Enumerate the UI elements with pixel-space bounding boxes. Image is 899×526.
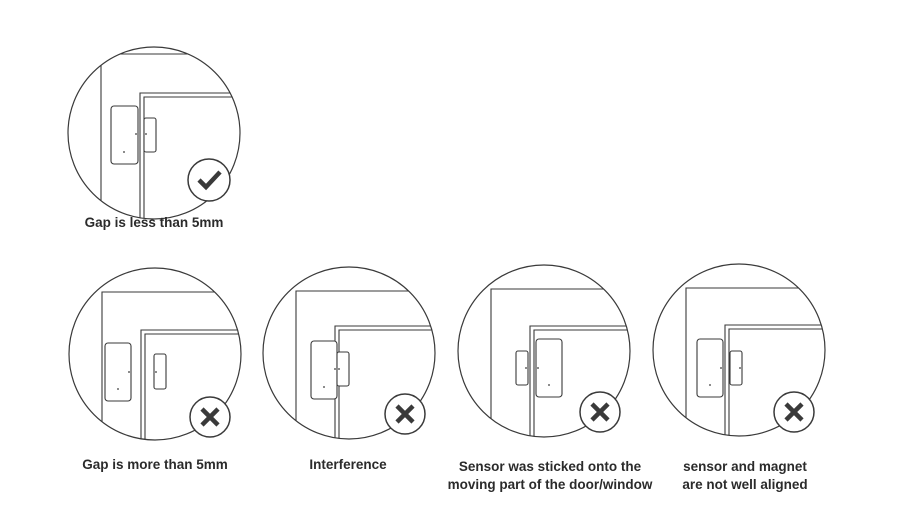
caption-line: Sensor was sticked onto the	[458, 459, 642, 474]
circle-frame	[68, 267, 242, 441]
sensor-body	[696, 338, 724, 398]
cross-icon	[579, 391, 621, 433]
check-icon	[187, 158, 231, 202]
sensor-body	[535, 338, 563, 398]
door-frame-illustration	[652, 263, 826, 437]
panel-misaligned	[651, 262, 827, 438]
panel-gap-more	[67, 266, 243, 442]
circle-frame	[652, 263, 826, 437]
caption-line: moving part of the door/window	[447, 477, 653, 492]
sensor-body	[110, 105, 139, 165]
caption-misaligned: sensor and magnet are not well aligned	[650, 458, 840, 494]
magnet	[515, 350, 529, 386]
panel-gap-less	[66, 45, 242, 221]
caption-moving-part: Sensor was sticked onto the moving part …	[431, 458, 669, 494]
caption-line: Gap is less than 5mm	[84, 215, 224, 230]
caption-line: Interference	[309, 457, 387, 472]
door-frame-illustration	[67, 46, 241, 220]
panel-interference	[261, 265, 437, 441]
sensor-body	[104, 342, 132, 402]
circle-frame	[67, 46, 241, 220]
caption-line: sensor and magnet	[683, 459, 807, 474]
cross-icon	[384, 393, 426, 435]
caption-gap-less: Gap is less than 5mm	[56, 214, 252, 232]
sensor-body	[310, 340, 338, 400]
magnet	[143, 117, 157, 153]
magnet	[336, 351, 350, 387]
panel-moving-part	[456, 263, 632, 439]
cross-icon	[189, 396, 231, 438]
door-frame-illustration	[68, 267, 242, 441]
caption-gap-more: Gap is more than 5mm	[55, 456, 255, 474]
door-frame-illustration	[457, 264, 631, 438]
door-frame-illustration	[262, 266, 436, 440]
caption-line: are not well aligned	[682, 477, 808, 492]
magnet	[153, 353, 167, 390]
circle-frame	[262, 266, 436, 440]
caption-interference: Interference	[278, 456, 418, 474]
cross-icon	[773, 391, 815, 433]
circle-frame	[457, 264, 631, 438]
magnet	[729, 350, 743, 386]
caption-line: Gap is more than 5mm	[82, 457, 228, 472]
